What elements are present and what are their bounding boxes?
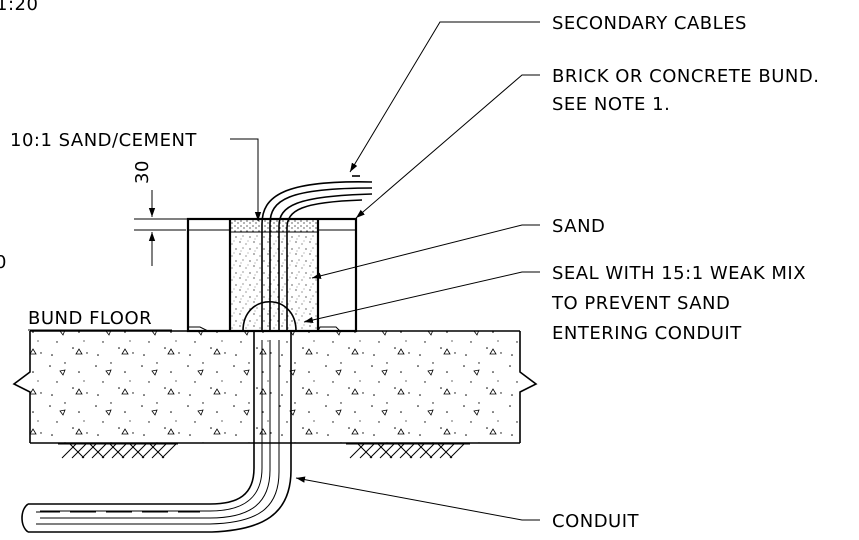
scale-label: 1:20 bbox=[0, 0, 38, 15]
sand-cement-cap bbox=[231, 220, 317, 232]
bund-floor-label: BUND FLOOR bbox=[28, 308, 152, 329]
sand-cement-label: 10:1 SAND/CEMENT bbox=[10, 130, 197, 151]
secondary-cables-label: SECONDARY CABLES bbox=[552, 13, 747, 34]
ground-hatching-left bbox=[58, 443, 178, 459]
conduit bbox=[21, 331, 292, 533]
dimension-30-label: 30 bbox=[132, 160, 153, 184]
ground-hatching-right bbox=[346, 443, 470, 459]
dimension-30: 30 bbox=[132, 160, 228, 266]
left-edge-char: 0 bbox=[0, 252, 7, 273]
seal-label-line2: TO PREVENT SAND bbox=[551, 293, 730, 314]
bund-label-line2: SEE NOTE 1. bbox=[552, 94, 670, 115]
sand-label: SAND bbox=[552, 216, 605, 237]
leader-lines bbox=[230, 21, 540, 521]
secondary-cables bbox=[261, 175, 373, 331]
conduit-label: CONDUIT bbox=[552, 511, 640, 532]
sand-fill bbox=[231, 232, 317, 330]
seal-label-line3: ENTERING CONDUIT bbox=[552, 323, 742, 344]
seal-label-line1: SEAL WITH 15:1 WEAK MIX bbox=[552, 263, 806, 284]
bund-label-line1: BRICK OR CONCRETE BUND. bbox=[552, 66, 819, 87]
concrete-slab bbox=[12, 330, 538, 444]
